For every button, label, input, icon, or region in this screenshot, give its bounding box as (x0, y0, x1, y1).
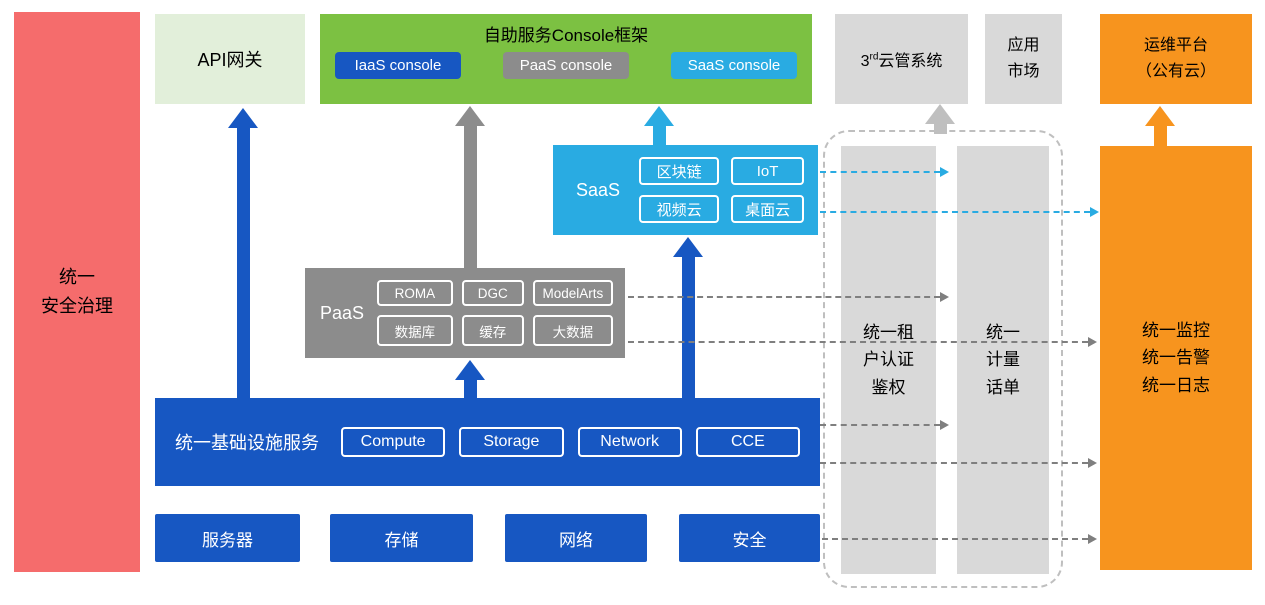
arrow-head (228, 108, 258, 128)
api-gateway-box: API网关 (155, 14, 305, 104)
arrow-head (1145, 106, 1175, 126)
saas-console-button: SaaS console (671, 52, 797, 79)
arrow-shaft (933, 124, 947, 134)
arrow-head (644, 106, 674, 126)
saas-chip-video-cloud: 视频云 (639, 195, 720, 223)
paas-chip-modelarts: ModelArts (532, 280, 613, 306)
unified-metering-billing-bar: 统一 计量 话单 (957, 146, 1049, 574)
arrow-shaft (463, 126, 477, 268)
unified-tenant-auth-bar: 统一租 户认证 鉴权 (841, 146, 936, 574)
dashed-connector-paas-to-monitoring (628, 337, 1097, 347)
infra-chip-storage: Storage (459, 427, 564, 457)
app-market-box: 应用 市场 (985, 14, 1062, 104)
connector-arrowhead (1088, 337, 1097, 347)
paas-chip-database: 数据库 (377, 315, 453, 346)
arrow-shaft (652, 126, 666, 145)
infra-chip-network: Network (577, 427, 682, 457)
dashed-connector-infra-to-billing (820, 420, 949, 430)
paas-chip-roma: ROMA (377, 280, 453, 306)
paas-chip-bigdata: 大数据 (532, 315, 613, 346)
arrow-infra-to-paas (455, 360, 485, 398)
connector-arrowhead (1088, 458, 1097, 468)
unified-monitoring-label: 统一监控 统一告警 统一日志 (1142, 321, 1210, 395)
arrow-shaft (681, 257, 695, 398)
arrow-tenant-panel-to-third-party (925, 104, 955, 134)
paas-console-button: PaaS console (503, 52, 629, 79)
arrow-monitoring-to-ops-platform (1145, 106, 1175, 146)
connector-arrowhead (1090, 207, 1099, 217)
security-box: 安全 (679, 514, 820, 562)
third-party-suffix: 云管系统 (878, 53, 943, 70)
ops-platform-box: 运维平台 （公有云） (1100, 14, 1252, 104)
unified-tenant-auth-label: 统一租 户认证 鉴权 (863, 323, 914, 397)
third-party-superscript: rd (869, 51, 879, 63)
iaas-console-button: IaaS console (335, 52, 461, 79)
paas-chip-grid: ROMA DGC ModelArts 数据库 缓存 大数据 (377, 280, 613, 346)
saas-layer-label: SaaS (575, 179, 621, 200)
infrastructure-layer-box: 统一基础设施服务 Compute Storage Network CCE (155, 398, 820, 486)
arrow-head (455, 360, 485, 380)
paas-chip-dgc: DGC (461, 280, 524, 306)
third-party-cloud-mgmt-box: 3rd云管系统 (835, 14, 968, 104)
server-box: 服务器 (155, 514, 300, 562)
arrow-saas-to-console (644, 106, 674, 145)
saas-chip-iot: IoT (731, 157, 804, 185)
infra-chip-compute: Compute (341, 427, 446, 457)
infra-chip-cce: CCE (695, 427, 800, 457)
arrow-infra-to-saas (673, 237, 703, 398)
arrow-paas-to-console (455, 106, 485, 268)
unified-monitoring-bar: 统一监控 统一告警 统一日志 (1100, 146, 1252, 570)
unified-security-governance-label: 统一 安全治理 (41, 267, 113, 316)
connector-arrowhead (940, 420, 949, 430)
dashed-connector-infra-to-monitoring (820, 458, 1097, 468)
dashed-connector-security-to-monitoring (822, 534, 1097, 544)
dashed-connector-saas-to-monitoring (820, 207, 1099, 217)
paas-chip-cache: 缓存 (461, 315, 524, 346)
dashed-connector-paas-to-billing (628, 292, 949, 302)
arrow-infra-to-api-gateway (228, 108, 258, 398)
console-buttons-row: IaaS console PaaS console SaaS console (320, 52, 812, 104)
unified-security-governance-bar: 统一 安全治理 (14, 12, 140, 572)
arrow-shaft (236, 128, 250, 398)
arrow-head (455, 106, 485, 126)
app-market-label: 应用 市场 (1007, 37, 1040, 80)
storage-box: 存储 (330, 514, 473, 562)
infrastructure-label: 统一基础设施服务 (175, 433, 319, 453)
connector-arrowhead (1088, 534, 1097, 544)
arrow-head (925, 104, 955, 124)
console-framework-title: 自助服务Console框架 (483, 25, 649, 45)
saas-chip-desktop-cloud: 桌面云 (731, 195, 804, 223)
connector-arrowhead (940, 292, 949, 302)
third-party-prefix: 3 (860, 53, 870, 70)
paas-layer-box: PaaS ROMA DGC ModelArts 数据库 缓存 大数据 (305, 268, 625, 358)
saas-chip-grid: 区块链 IoT 视频云 桌面云 (639, 157, 804, 223)
third-party-cloud-mgmt-label: 3rd云管系统 (861, 47, 943, 71)
arrow-shaft (1153, 126, 1167, 146)
saas-layer-box: SaaS 区块链 IoT 视频云 桌面云 (553, 145, 818, 235)
unified-metering-billing-label: 统一 计量 话单 (986, 323, 1020, 397)
connector-arrowhead (940, 167, 949, 177)
dashed-connector-saas-to-billing (820, 167, 949, 177)
network-box: 网络 (505, 514, 647, 562)
arrow-head (673, 237, 703, 257)
console-framework-box: 自助服务Console框架 IaaS console PaaS console … (320, 14, 812, 104)
paas-layer-label: PaaS (319, 302, 365, 323)
ops-platform-label: 运维平台 （公有云） (1135, 37, 1216, 80)
api-gateway-label: API网关 (197, 50, 263, 70)
arrow-shaft (463, 380, 477, 398)
saas-chip-blockchain: 区块链 (639, 157, 720, 185)
